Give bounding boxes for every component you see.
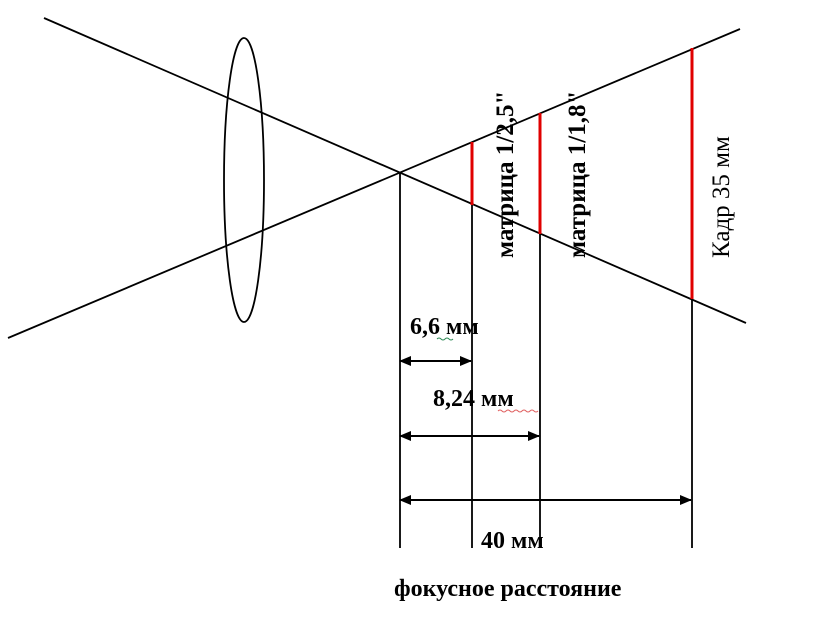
spellcheck-squiggle-medium bbox=[497, 409, 539, 413]
dim-large-label: 40 мм bbox=[481, 528, 544, 554]
ray-upper-to-lower bbox=[43, 17, 747, 324]
sensor-small-label: матрица 1/2,5" bbox=[492, 91, 519, 258]
frame-35-label: Кадр 35 мм bbox=[708, 136, 735, 258]
spellcheck-squiggle-small bbox=[436, 337, 454, 341]
ray-lower-to-upper bbox=[7, 28, 741, 339]
sensor-medium-label: матрица 1/1,8" bbox=[564, 91, 591, 258]
focal-length-caption: фокусное расстояние bbox=[394, 576, 622, 602]
dim-medium-label: 8,24 мм bbox=[433, 386, 514, 412]
dim-small-label: 6,6 мм bbox=[410, 314, 479, 340]
lens-ellipse bbox=[223, 37, 265, 323]
